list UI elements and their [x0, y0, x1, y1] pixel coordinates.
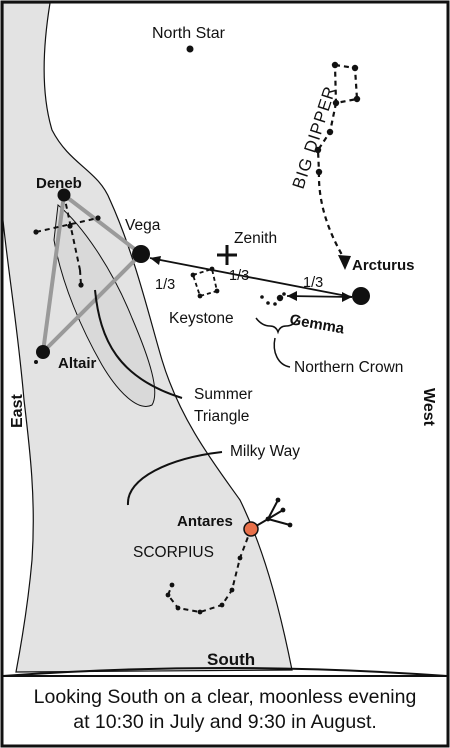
north-star-label: North Star — [152, 25, 226, 42]
big-dipper-stars — [314, 61, 361, 176]
milky-way-label: Milky Way — [230, 443, 300, 460]
summer-triangle-label-2: Triangle — [194, 408, 249, 425]
milky-way-band — [2, 2, 293, 673]
antares-label: Antares — [177, 513, 233, 530]
deneb-label: Deneb — [36, 175, 82, 192]
horizon-arc — [2, 667, 448, 677]
gemma-arrowhead — [287, 291, 297, 301]
keystone-label: Keystone — [169, 310, 234, 327]
northern-crown-stars — [260, 292, 286, 306]
milky-way-pointer — [126, 451, 223, 506]
vega-label: Vega — [125, 217, 161, 234]
arcturus-star — [352, 287, 370, 305]
milky-way-inner — [53, 204, 156, 407]
caption: Looking South on a clear, moonless eveni… — [4, 676, 446, 744]
zenith-label: Zenith — [234, 230, 277, 247]
third-right-label: 1/3 — [303, 275, 323, 291]
third-mid-label: 1/3 — [229, 268, 249, 284]
keystone-stars — [190, 266, 220, 299]
summer-triangle-label-1: Summer — [194, 386, 253, 403]
northern-crown-pointer — [273, 337, 291, 368]
arcturus-arrowhead — [342, 292, 352, 302]
zenith-cross — [217, 245, 237, 265]
northern-crown-label: Northern Crown — [294, 359, 403, 376]
vega-star — [132, 245, 150, 263]
vega-arrowhead — [150, 256, 161, 265]
east-label: East — [9, 394, 26, 428]
summer-triangle-pointer — [94, 289, 183, 399]
west-label: West — [420, 388, 437, 427]
antares-star — [243, 521, 259, 537]
northern-crown-brace — [255, 317, 299, 335]
scorpius-stars — [165, 497, 293, 615]
altair-star — [36, 345, 50, 359]
scorpius-label: SCORPIUS — [133, 544, 214, 561]
scorpius-dashed — [166, 528, 252, 614]
arcturus-label: Arcturus — [352, 257, 415, 274]
big-dipper-arrowhead — [338, 255, 351, 270]
deneb-star — [57, 188, 71, 202]
south-label: South — [207, 650, 255, 669]
third-left-label: 1/3 — [155, 277, 175, 293]
vega-arcturus-line — [149, 257, 353, 298]
caption-line-1: Looking South on a clear, moonless eveni… — [33, 686, 417, 708]
altair-label: Altair — [58, 355, 97, 372]
big-dipper — [316, 63, 359, 261]
summer-triangle — [41, 193, 143, 354]
caption-line-2: at 10:30 in July and 9:30 in August. — [73, 711, 377, 733]
altair-companion — [34, 360, 38, 364]
north-star-dot — [186, 45, 194, 53]
gemma-arcturus-line — [286, 295, 353, 298]
cygnus-stars — [33, 215, 101, 288]
